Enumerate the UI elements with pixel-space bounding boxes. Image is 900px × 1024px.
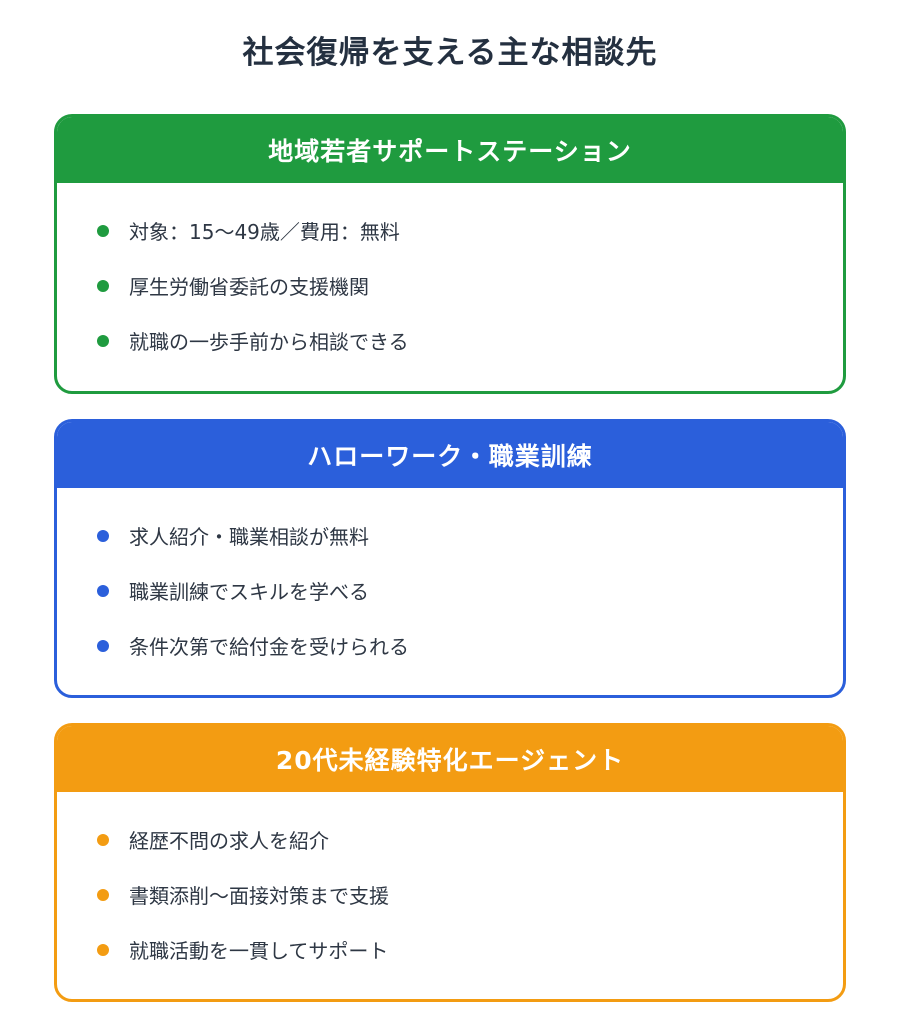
list-item-text: 対象：15〜49歳／費用：無料 (129, 220, 400, 244)
card-list: 経歴不問の求人を紹介 書類添削〜面接対策まで支援 就職活動を一貫してサポート (57, 792, 843, 977)
list-item: 経歴不問の求人を紹介 (57, 812, 843, 867)
list-item: 厚生労働省委託の支援機関 (57, 258, 843, 313)
card-header: ハローワーク・職業訓練 (57, 422, 843, 488)
list-item-text: 書類添削〜面接対策まで支援 (129, 884, 389, 908)
list-item: 書類添削〜面接対策まで支援 (57, 867, 843, 922)
list-item-text: 就職の一歩手前から相談できる (129, 330, 409, 354)
list-item: 職業訓練でスキルを学べる (57, 563, 843, 618)
bullet-dot-icon (97, 584, 109, 597)
card-youth-support-station: 地域若者サポートステーション 対象：15〜49歳／費用：無料 厚生労働省委託の支… (54, 114, 846, 394)
list-item-text: 厚生労働省委託の支援機関 (129, 275, 369, 299)
list-item: 対象：15〜49歳／費用：無料 (57, 203, 843, 258)
card-hello-work: ハローワーク・職業訓練 求人紹介・職業相談が無料 職業訓練でスキルを学べる 条件… (54, 419, 846, 698)
list-item: 就職の一歩手前から相談できる (57, 313, 843, 368)
list-item: 条件次第で給付金を受けられる (57, 618, 843, 673)
list-item-text: 就職活動を一貫してサポート (129, 939, 389, 963)
list-item: 求人紹介・職業相談が無料 (57, 508, 843, 563)
card-list: 求人紹介・職業相談が無料 職業訓練でスキルを学べる 条件次第で給付金を受けられる (57, 488, 843, 673)
bullet-dot-icon (97, 833, 109, 846)
bullet-dot-icon (97, 334, 109, 347)
bullet-dot-icon (97, 529, 109, 542)
bullet-dot-icon (97, 639, 109, 652)
list-item-text: 経歴不問の求人を紹介 (129, 829, 329, 853)
list-item: 就職活動を一貫してサポート (57, 922, 843, 977)
card-list: 対象：15〜49歳／費用：無料 厚生労働省委託の支援機関 就職の一歩手前から相談… (57, 183, 843, 368)
list-item-text: 求人紹介・職業相談が無料 (129, 525, 369, 549)
list-item-text: 条件次第で給付金を受けられる (129, 635, 409, 659)
bullet-dot-icon (97, 224, 109, 237)
bullet-dot-icon (97, 943, 109, 956)
card-header: 地域若者サポートステーション (57, 117, 843, 183)
bullet-dot-icon (97, 888, 109, 901)
bullet-dot-icon (97, 279, 109, 292)
list-item-text: 職業訓練でスキルを学べる (129, 580, 369, 604)
page-title: 社会復帰を支える主な相談先 (242, 35, 658, 71)
card-career-agent: 20代未経験特化エージェント 経歴不問の求人を紹介 書類添削〜面接対策まで支援 … (54, 723, 846, 1002)
card-header: 20代未経験特化エージェント (57, 726, 843, 792)
